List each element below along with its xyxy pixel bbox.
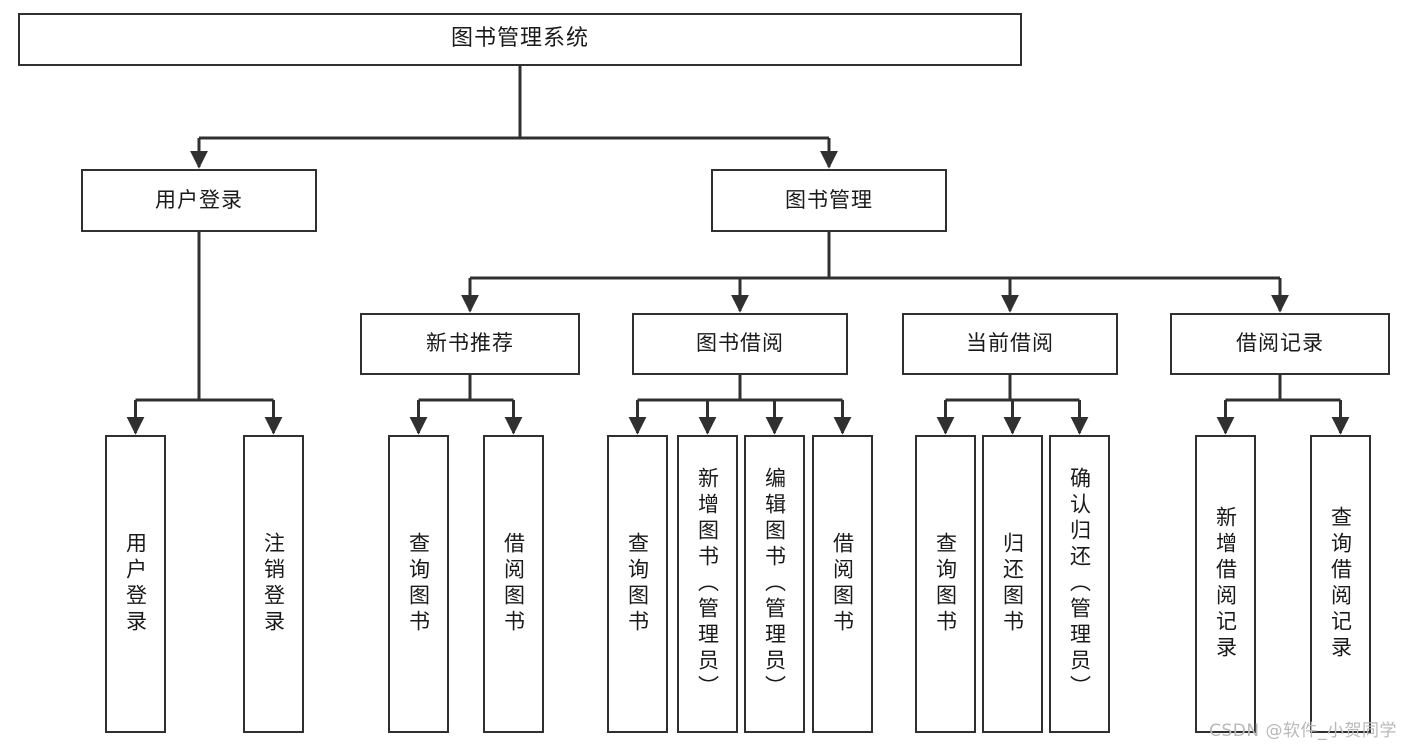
node-label: 查询图书 — [625, 532, 650, 636]
node-leaf-query-book-1[interactable]: 查询图书 — [388, 435, 449, 733]
node-leaf-edit-book[interactable]: 编辑图书（管理员） — [744, 435, 805, 733]
csdn-watermark: CSDN @软件_小贺同学 — [1209, 721, 1397, 741]
node-label: 编辑图书（管理员） — [762, 467, 787, 701]
node-leaf-logout[interactable]: 注销登录 — [243, 435, 304, 733]
node-label: 图书借阅 — [696, 331, 784, 356]
node-current-borrow[interactable]: 当前借阅 — [902, 313, 1118, 375]
node-label: 归还图书 — [1000, 532, 1025, 636]
node-label: 借阅图书 — [501, 532, 526, 636]
node-leaf-query-book-2[interactable]: 查询图书 — [607, 435, 668, 733]
node-label: 用户登录 — [123, 532, 148, 636]
node-label: 查询图书 — [933, 532, 958, 636]
node-label: 新增图书（管理员） — [695, 467, 720, 701]
node-label: 新书推荐 — [426, 331, 514, 356]
node-label: 借阅记录 — [1236, 331, 1324, 356]
node-leaf-return-book[interactable]: 归还图书 — [982, 435, 1043, 733]
node-label: 图书管理 — [785, 187, 873, 212]
node-leaf-confirm-return[interactable]: 确认归还（管理员） — [1049, 435, 1110, 733]
node-book-borrow[interactable]: 图书借阅 — [632, 313, 848, 375]
node-new-book-rec[interactable]: 新书推荐 — [360, 313, 580, 375]
node-label: 图书管理系统 — [450, 26, 589, 52]
node-label: 新增借阅记录 — [1213, 506, 1238, 662]
node-leaf-query-record[interactable]: 查询借阅记录 — [1310, 435, 1371, 733]
node-label: 借阅图书 — [830, 532, 855, 636]
node-leaf-borrow-book-2[interactable]: 借阅图书 — [812, 435, 873, 733]
node-user-login[interactable]: 用户登录 — [81, 169, 317, 232]
node-label: 查询图书 — [406, 532, 431, 636]
node-leaf-add-record[interactable]: 新增借阅记录 — [1195, 435, 1256, 733]
node-label: 查询借阅记录 — [1328, 506, 1353, 662]
node-leaf-user-login[interactable]: 用户登录 — [105, 435, 166, 733]
node-root[interactable]: 图书管理系统 — [18, 13, 1022, 66]
node-label: 注销登录 — [261, 532, 286, 636]
node-leaf-borrow-book-1[interactable]: 借阅图书 — [483, 435, 544, 733]
node-book-manage[interactable]: 图书管理 — [711, 169, 947, 232]
node-leaf-query-book-3[interactable]: 查询图书 — [915, 435, 976, 733]
node-label: 确认归还（管理员） — [1067, 467, 1092, 701]
node-borrow-record[interactable]: 借阅记录 — [1170, 313, 1390, 375]
node-label: 用户登录 — [155, 187, 243, 212]
node-label: 当前借阅 — [966, 331, 1054, 356]
node-leaf-add-book[interactable]: 新增图书（管理员） — [677, 435, 738, 733]
